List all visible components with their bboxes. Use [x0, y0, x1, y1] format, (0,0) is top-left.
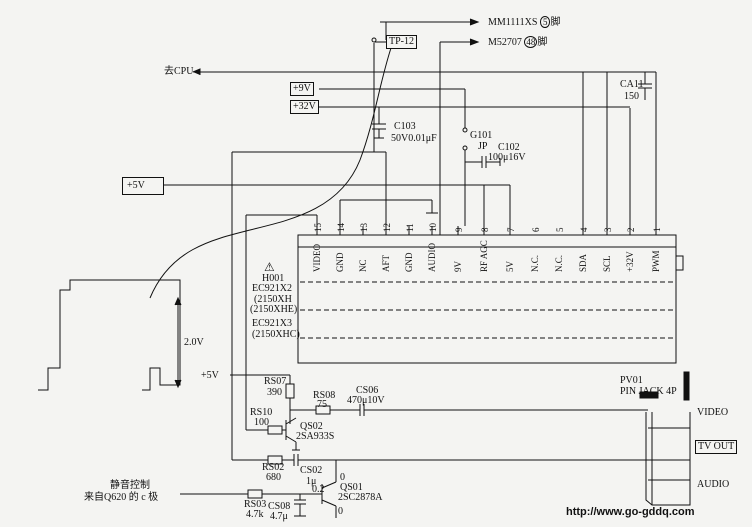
g101-name: G101	[470, 130, 493, 141]
module-m2: (2150XH	[254, 294, 292, 305]
mute-source: 来自Q620 的 c 极	[84, 492, 159, 503]
pin-number: 8	[480, 227, 490, 233]
cs06-name: CS06	[356, 385, 379, 396]
rs03-value: 4.7k	[246, 509, 264, 520]
module-m3: (2150XHE)	[250, 304, 298, 315]
jack-name: PIN JACK 4P	[620, 386, 677, 397]
plus5v-box: +5V	[122, 177, 164, 195]
qs02-name: QS02	[300, 421, 323, 432]
pin-name: VIDEO	[312, 244, 322, 272]
plus5v-bottom: +5V	[201, 370, 219, 381]
ca11-value: 150	[624, 91, 639, 102]
pin-number: 3	[603, 227, 613, 233]
c102-value: 100μ16V	[488, 152, 526, 163]
pin-name: RF AGC	[479, 240, 489, 272]
qs02-value: 2SA933S	[296, 431, 335, 442]
pin-name: N.C.	[530, 254, 540, 272]
c103-name: C103	[394, 121, 416, 132]
pin-number: 7	[506, 227, 516, 233]
pin-name: AUDIO	[427, 243, 437, 272]
pin-name: N.C.	[554, 254, 564, 272]
module-h001: H001	[262, 273, 285, 284]
pin-name: PWM	[651, 250, 661, 272]
pin-number: 4	[579, 227, 589, 233]
jack-video: VIDEO	[697, 407, 729, 418]
pin-number: 13	[359, 223, 369, 232]
jack-pv01: PV01	[620, 375, 643, 386]
cpu-label: 去CPU	[164, 66, 194, 77]
g101-value: JP	[478, 141, 488, 152]
module-m1: EC921X2	[252, 283, 292, 294]
tp12-label: TP-12	[386, 35, 417, 49]
pin-name: NC	[358, 259, 368, 272]
pin-name: GND	[335, 252, 345, 273]
pin-number: 6	[531, 227, 541, 233]
pin-name: 5V	[505, 261, 515, 272]
pin-number: 15	[313, 223, 323, 232]
qs01-name: QS01	[340, 482, 363, 493]
jack-tvout: TV OUT	[695, 440, 738, 454]
pin-number: 1	[652, 227, 662, 233]
pin-number: 12	[382, 223, 392, 232]
pin-name: SCL	[602, 255, 612, 272]
rs10-name: RS10	[250, 407, 273, 418]
pin-number: 10	[428, 223, 438, 232]
pin-name: AFT	[381, 254, 391, 272]
rs08-name: RS08	[313, 390, 336, 401]
cs08-name: CS08	[268, 501, 291, 512]
module-m5: (2150XHC)	[252, 329, 300, 340]
jack-audio: AUDIO	[697, 479, 730, 490]
c102-name: C102	[498, 142, 520, 153]
rs08-value: 75	[317, 399, 327, 410]
cs06-value: 470μ10V	[347, 395, 385, 406]
cs02-name: CS02	[300, 465, 323, 476]
tuner-module-body	[297, 234, 677, 364]
plus32v-box: +32V	[290, 100, 319, 114]
pin-name: SDA	[578, 253, 588, 272]
pin-number: 9	[454, 227, 464, 233]
qs01-base: 0.2	[312, 484, 325, 495]
plus9v-box: +9V	[290, 82, 314, 96]
pin-number: 2	[626, 227, 636, 233]
watermark: http://www.go-gddq.com	[566, 506, 695, 518]
rs07-value: 390	[267, 387, 282, 398]
qs01-emitter: 0	[338, 506, 343, 517]
rs07-name: RS07	[264, 376, 287, 387]
warning-icon: ⚠	[264, 260, 275, 274]
c103-value: 50V0.01μF	[391, 133, 437, 144]
cs08-value: 4.7μ	[270, 511, 288, 522]
rs10-value: 100	[254, 417, 269, 428]
pin-number: 5	[555, 227, 565, 233]
pin-number: 11	[405, 223, 415, 232]
cs02-value: 1μ	[306, 476, 317, 487]
mute-label: 静音控制	[110, 480, 150, 491]
pin-name: +32V	[625, 251, 635, 272]
module-m4: EC921X3	[252, 318, 292, 329]
pin-number: 14	[336, 223, 346, 232]
rs02-value: 680	[266, 472, 281, 483]
rs02-name: RS02	[262, 462, 285, 473]
qs01-value: 2SC2878A	[338, 492, 383, 503]
qs01-collector: 0	[340, 472, 345, 483]
wave-amplitude: 2.0V	[184, 337, 204, 348]
pin-name: GND	[404, 252, 414, 273]
pin-name: 9V	[453, 261, 463, 272]
ca11-name: CA11	[620, 79, 644, 90]
rs03-name: RS03	[244, 499, 267, 510]
